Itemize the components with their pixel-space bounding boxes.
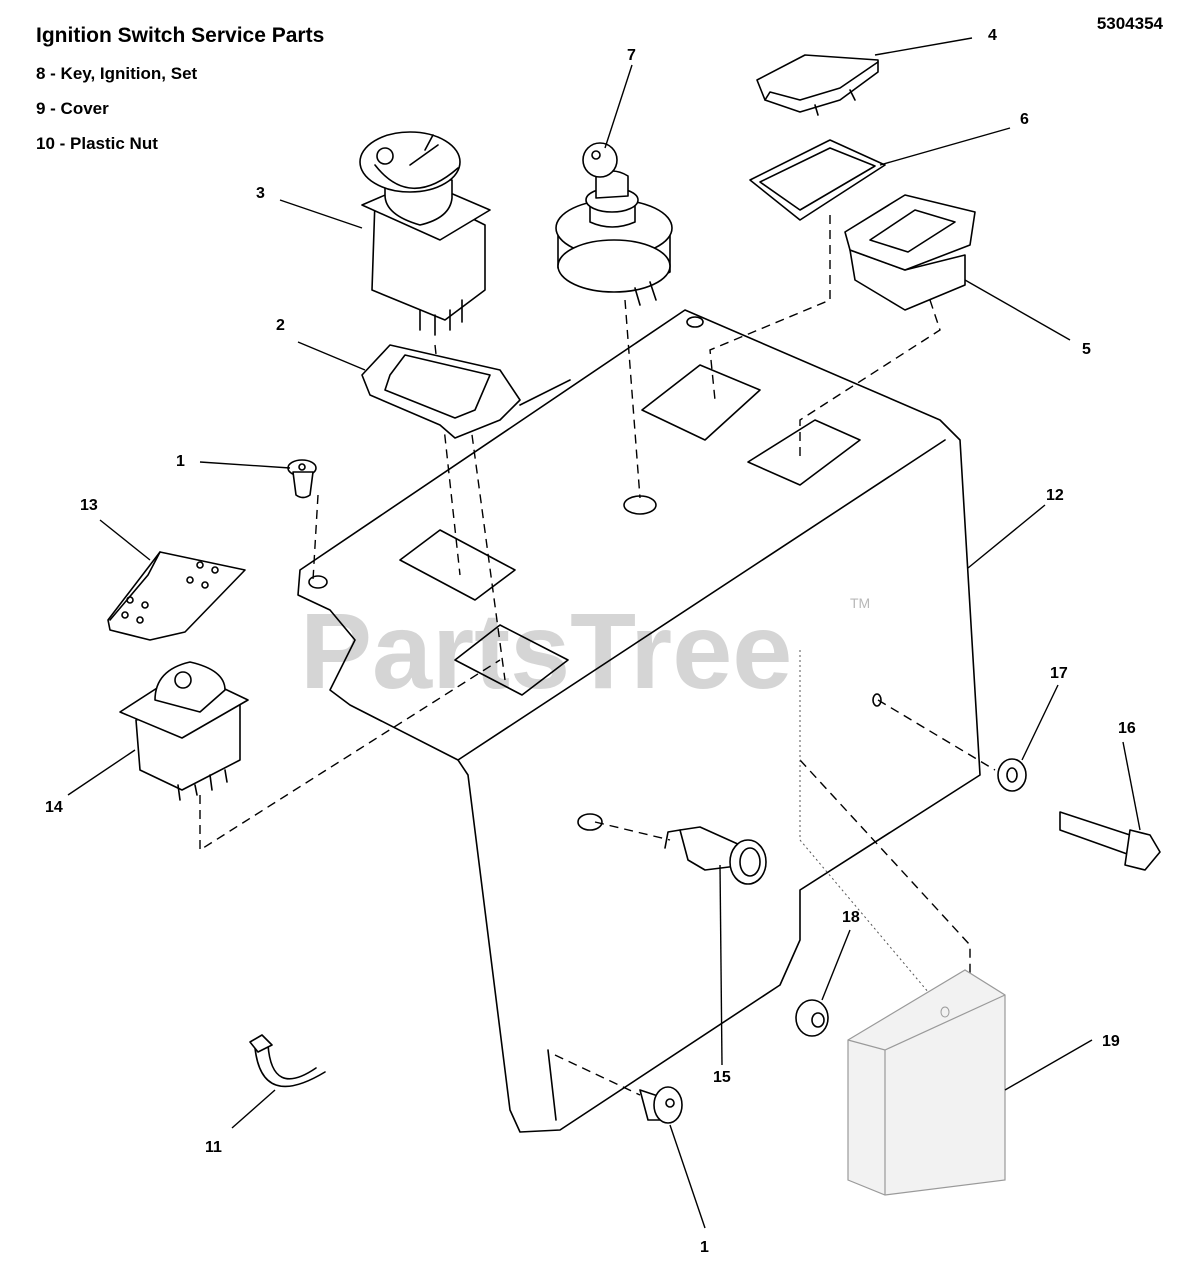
callout-13-rocker-cap: 13 bbox=[80, 497, 98, 514]
switch-bezel[interactable] bbox=[361, 344, 521, 439]
callout-18-grommet: 18 bbox=[842, 909, 860, 926]
callout-5-rocker-switch: 5 bbox=[1082, 341, 1091, 358]
watermark: PartsTree TM bbox=[300, 590, 870, 711]
dash-panel[interactable] bbox=[297, 309, 981, 1133]
diagram-title: Ignition Switch Service Parts bbox=[36, 24, 325, 47]
watermark-text: PartsTree bbox=[300, 590, 792, 711]
callout-6-gasket: 6 bbox=[1020, 111, 1029, 128]
hex-bolt[interactable] bbox=[1059, 811, 1161, 871]
watermark-trademark: TM bbox=[850, 595, 870, 611]
electronic-module[interactable] bbox=[847, 969, 1006, 1196]
document-number: 5304354 bbox=[1096, 14, 1163, 33]
cable-tie[interactable] bbox=[249, 1034, 326, 1088]
pto-switch[interactable] bbox=[359, 131, 491, 336]
callout-2-bezel: 2 bbox=[276, 317, 285, 334]
rocker-switch-lower[interactable] bbox=[119, 661, 249, 801]
ignition-switch[interactable] bbox=[555, 142, 673, 306]
rocker-cap[interactable] bbox=[107, 551, 246, 641]
callout-17-washer: 17 bbox=[1050, 665, 1068, 682]
callout-3-pto-switch: 3 bbox=[256, 185, 265, 202]
screw-top[interactable] bbox=[287, 459, 317, 499]
leader-lines bbox=[67, 37, 1141, 1229]
callout-14-rocker-switch: 14 bbox=[45, 799, 63, 816]
callout-4-switch-cap: 4 bbox=[988, 27, 997, 44]
washer[interactable] bbox=[997, 758, 1027, 792]
service-note-nut: 10 - Plastic Nut bbox=[36, 134, 158, 153]
rocker-switch-upper[interactable] bbox=[844, 194, 976, 311]
service-note-key: 8 - Key, Ignition, Set bbox=[36, 64, 198, 83]
callout-1-bolt-bottom: 1 bbox=[700, 1239, 709, 1256]
callout-15-indicator-light: 15 bbox=[713, 1069, 731, 1086]
screw-bottom[interactable] bbox=[639, 1086, 683, 1124]
indicator-light[interactable] bbox=[664, 826, 767, 885]
grommet[interactable] bbox=[795, 999, 829, 1037]
service-note-cover: 9 - Cover bbox=[36, 99, 109, 118]
callout-labels: 1 1 2 3 4 5 6 7 11 12 13 14 15 16 17 18 … bbox=[45, 27, 1136, 1256]
callout-12-dash-panel: 12 bbox=[1046, 487, 1064, 504]
switch-cap[interactable] bbox=[756, 54, 879, 116]
callout-7-ignition-switch: 7 bbox=[627, 47, 636, 64]
callout-1-bolt-top: 1 bbox=[176, 453, 185, 470]
callout-16-bolt: 16 bbox=[1118, 720, 1136, 737]
callout-11-cable-tie: 11 bbox=[205, 1139, 222, 1156]
switch-gasket[interactable] bbox=[749, 139, 886, 221]
callout-19-module: 19 bbox=[1102, 1033, 1120, 1050]
